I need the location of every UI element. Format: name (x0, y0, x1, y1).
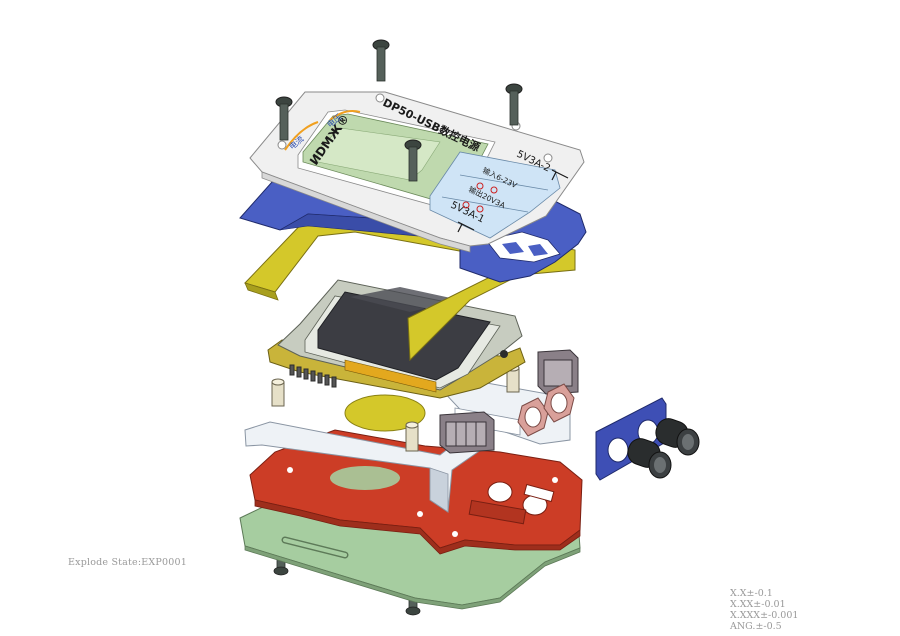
tolerance-line: X.XX±-0.01 (730, 599, 786, 610)
top-screw-3 (275, 96, 293, 141)
standoff-center (405, 421, 419, 452)
terminal-symbol-icon (462, 182, 498, 213)
tolerance-line: ANG.±-0.5 (730, 621, 782, 632)
standoff-left (271, 378, 285, 407)
knob-lower (627, 438, 672, 479)
pcb-board (249, 429, 583, 555)
buzzer-disc (344, 394, 426, 432)
usb-connector-upper (537, 349, 579, 395)
tolerance-line: X.XXX±-0.001 (730, 610, 799, 621)
usb-connector-lower (439, 411, 495, 454)
top-screw-2 (505, 83, 523, 126)
usb-panel-plate (595, 397, 667, 481)
top-screw-1 (372, 39, 390, 82)
explode-state-label: Explode State:EXP0001 (68, 557, 187, 568)
usb-symbol-icon (457, 221, 475, 233)
top-screw-4 (404, 139, 422, 182)
tolerance-block: X.X±-0.1 X.XX±-0.01 X.XXX±-0.001 ANG.±-0… (730, 588, 798, 632)
usb-symbol-icon (551, 169, 569, 181)
tolerance-line: X.X±-0.1 (730, 588, 773, 599)
hex-nut-right (543, 383, 575, 423)
lcd-module (267, 279, 526, 399)
hex-nut-left (517, 397, 549, 437)
knob-upper (655, 418, 700, 456)
